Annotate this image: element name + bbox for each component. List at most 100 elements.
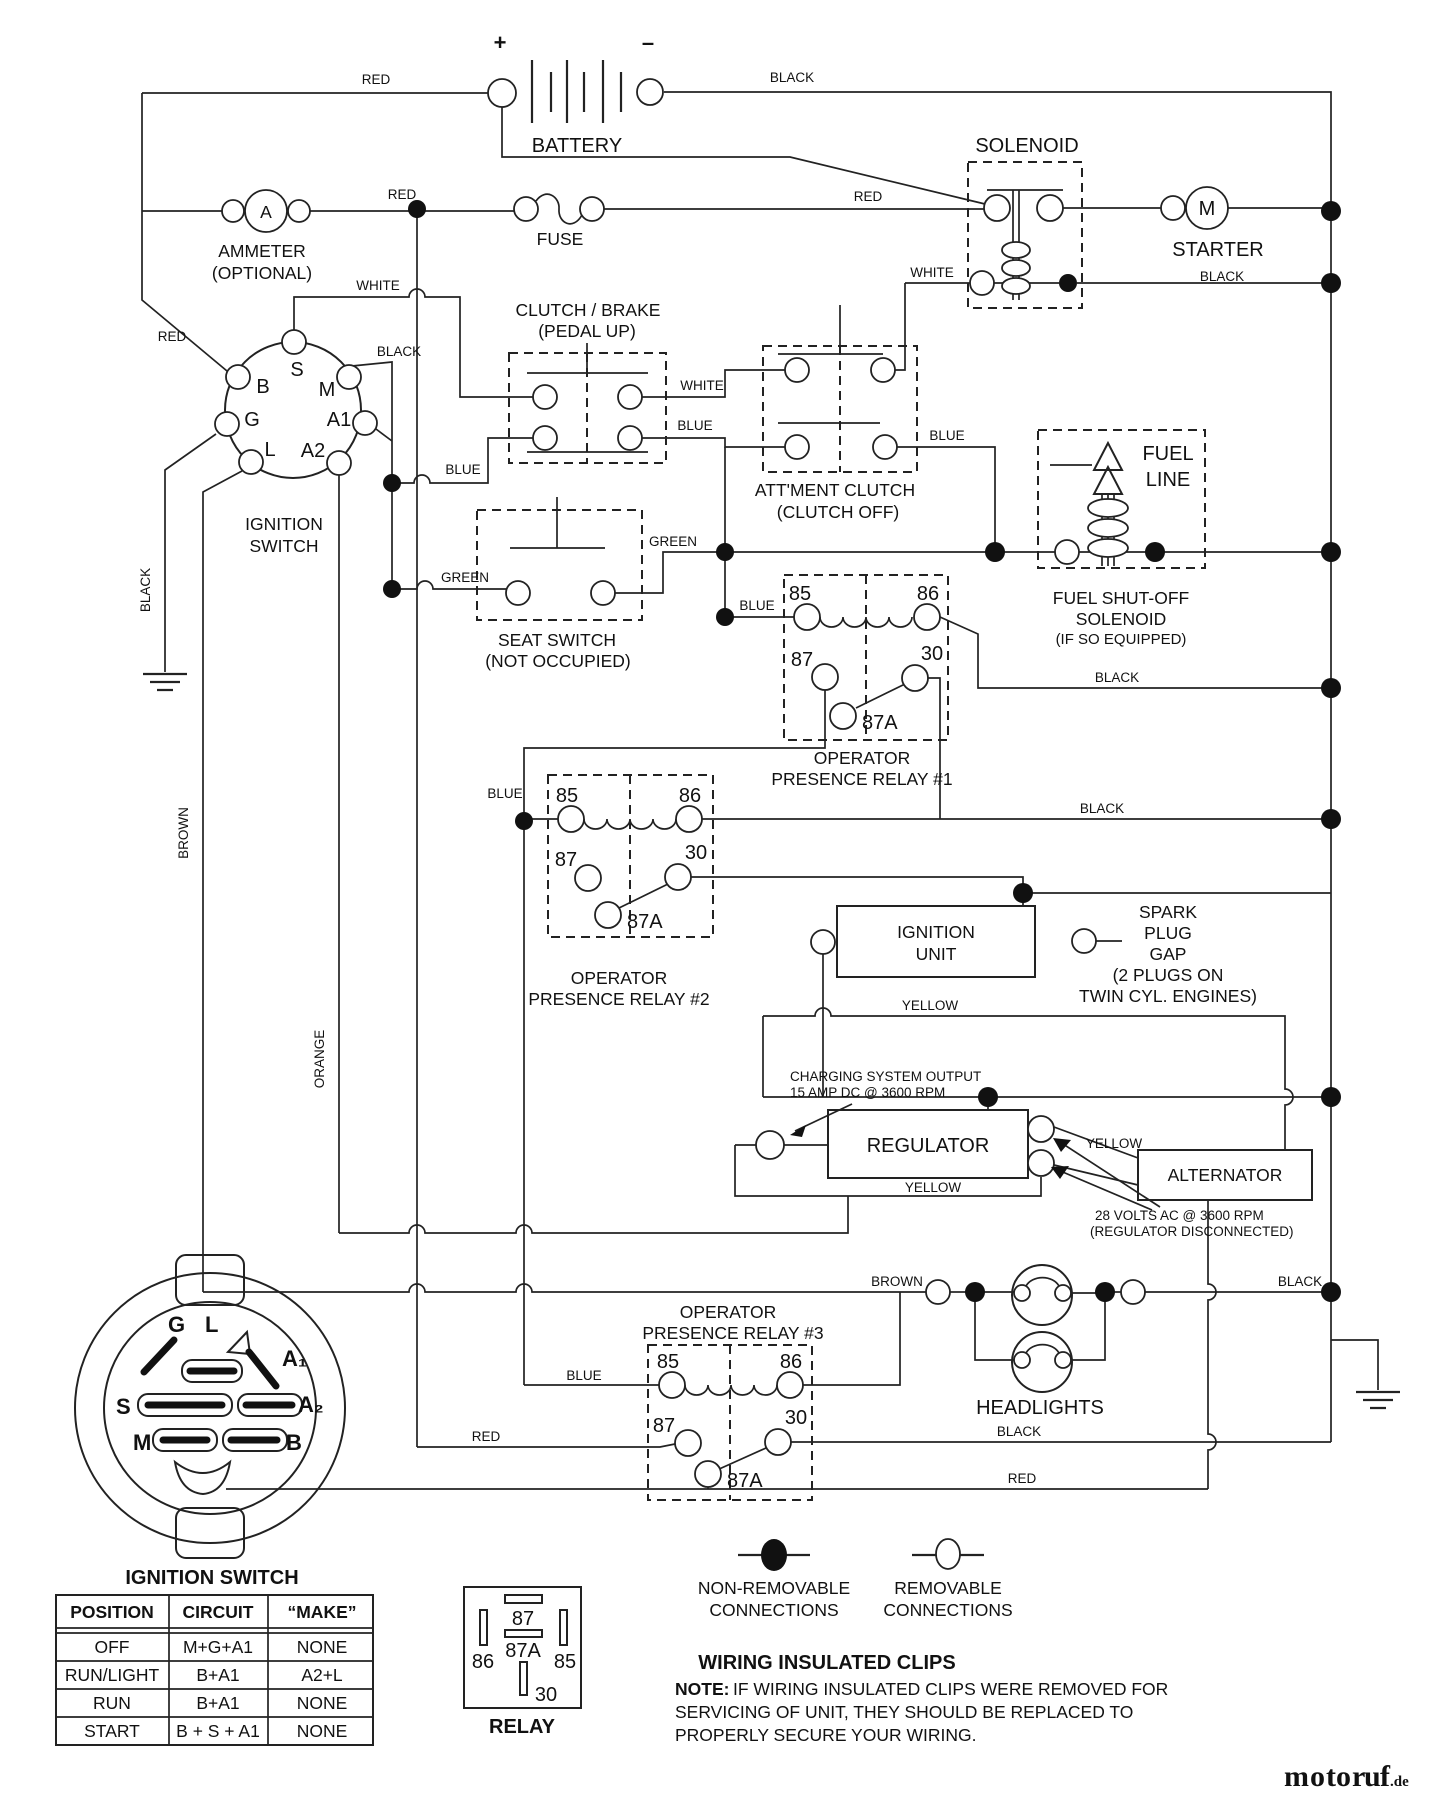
operator-presence-relay-1: 85 86 87 30 87A OPERATOR PRESENCE RELAY … [771,574,953,789]
connector-a1: A₁ [282,1346,307,1371]
wire-white-1: WHITE [910,265,954,280]
wire-black-1: BLACK [770,70,814,85]
spark-label-2: PLUG [1144,923,1192,943]
wire-red-4: RED [158,329,187,344]
wires [141,91,1379,1490]
ignition-unit-label-1: IGNITION [897,922,975,942]
table-cell: B+A1 [196,1665,239,1685]
ignition-switch-label-1: IGNITION [245,514,323,534]
terminal-a1: A1 [327,409,351,431]
spark-label-5: TWIN CYL. ENGINES) [1079,986,1257,1006]
fuel-label-1: FUEL [1142,443,1193,465]
logo-letter: o [1310,1760,1325,1793]
connector-a2: A₂ [298,1392,324,1417]
logo-letter: r [1352,1760,1365,1793]
fuel-label-2: LINE [1146,469,1190,491]
connector-m: M [133,1430,151,1455]
wire-black-5: BLACK [1080,801,1124,816]
wire-orange-vertical: ORANGE [312,1030,327,1089]
wire-blue-1: BLUE [445,462,480,477]
fuel-shutoff-solenoid: FUEL LINE FUEL SHUT-OFF SOLENOID (IF SO … [1037,429,1206,648]
operator-presence-relay-2: 85 86 87 30 87A OPERATOR PRESENCE RELAY … [528,774,714,1009]
wire-yellow-3: YELLOW [905,1180,962,1195]
legend-removable-2: CONNECTIONS [883,1600,1012,1620]
relay1-pin-30: 30 [921,643,943,665]
legend-nonremovable-1: NON-REMOVABLE [698,1578,850,1598]
attachment-clutch-label-2: (CLUTCH OFF) [777,502,899,522]
logo-letter: m [1284,1760,1309,1793]
wire-white-3: WHITE [680,378,724,393]
relay1-label-2: PRESENCE RELAY #1 [771,769,952,789]
wire-brown-1: BROWN [871,1274,923,1289]
logo-letter: o [1336,1760,1351,1793]
ammeter-a: A [260,202,272,222]
relay-pinout-diagram: 87 87A 86 85 30 RELAY [463,1586,582,1738]
wire-black-7: BLACK [997,1424,1041,1439]
relay3-pin-30: 30 [785,1407,807,1429]
wire-black-vertical: BLACK [138,568,153,612]
charging-label-1: CHARGING SYSTEM OUTPUT [790,1069,981,1084]
table-cell: START [84,1721,140,1741]
wire-blue-5: BLUE [487,786,522,801]
relay1-pin-86: 86 [917,583,939,605]
relay3-pin-85: 85 [657,1351,679,1373]
relay3-pin-87: 87 [653,1415,675,1437]
starter-m: M [1199,198,1216,220]
charging-label-2: 15 AMP DC @ 3600 RPM [790,1085,945,1100]
note-bold: NOTE: [675,1679,729,1699]
ground-symbol-right [1356,1390,1400,1410]
relay2-pin-86: 86 [679,785,701,807]
table-header-make: “MAKE” [287,1602,356,1622]
relay1-pin-87: 87 [791,649,813,671]
wire-yellow-1: YELLOW [902,998,959,1013]
wire-blue-4: BLUE [739,598,774,613]
table-cell: A2+L [301,1665,343,1685]
seat-switch: SEAT SWITCH (NOT OCCUPIED) [476,497,643,671]
attachment-clutch-switch: ATT'MENT CLUTCH (CLUTCH OFF) [755,305,918,522]
wire-brown-vertical: BROWN [176,807,191,859]
wiring-note: WIRING INSULATED CLIPS NOTE: IF WIRING I… [675,1652,1168,1745]
relay3-label-2: PRESENCE RELAY #3 [642,1323,823,1343]
wire-black-3: BLACK [377,344,421,359]
note-line-1: IF WIRING INSULATED CLIPS WERE REMOVED F… [733,1679,1168,1699]
relay2-pin-87: 87 [555,849,577,871]
table-cell: NONE [297,1637,348,1657]
wire-red-6: RED [1008,1471,1037,1486]
ignition-switch-connector: G L A₁ A₂ S M B IGNITION SWITCH [74,1254,346,1589]
fuel-shutoff-label-1: FUEL SHUT-OFF [1053,588,1189,608]
relay3-label-1: OPERATOR [680,1302,777,1322]
table-header-position: POSITION [70,1602,154,1622]
wire-white-2: WHITE [356,278,400,293]
fuse-label: FUSE [537,229,584,249]
battery-label: BATTERY [532,135,622,157]
seat-switch-label-1: SEAT SWITCH [498,630,616,650]
table-cell: NONE [297,1693,348,1713]
table-cell: M+G+A1 [183,1637,253,1657]
regulator-label: REGULATOR [867,1135,990,1157]
alternator-label: ALTERNATOR [1168,1165,1283,1185]
relay-diagram-pin-85: 85 [554,1651,576,1673]
relay-diagram-pin-86: 86 [472,1651,494,1673]
clutch-brake-switch: CLUTCH / BRAKE (PEDAL UP) [508,300,667,464]
relay1-label-1: OPERATOR [814,748,911,768]
wire-red-1: RED [362,72,391,87]
regulator: REGULATOR CHARGING SYSTEM OUTPUT 15 AMP … [755,1069,1313,1239]
volts-label-2: (REGULATOR DISCONNECTED) [1090,1224,1294,1239]
spark-label-4: (2 PLUGS ON [1113,965,1224,985]
table-cell: RUN [93,1693,131,1713]
spark-label-1: SPARK [1139,902,1197,922]
wire-black-4: BLACK [1095,670,1139,685]
relay-diagram-caption: RELAY [489,1716,556,1738]
relay-diagram-pin-87: 87 [512,1608,534,1630]
wire-red-3: RED [854,189,883,204]
solenoid-label: SOLENOID [975,135,1078,157]
starter-label: STARTER [1172,239,1264,261]
terminal-l: L [264,439,275,461]
ignition-switch-table: POSITION CIRCUIT “MAKE” OFF M+G+A1 NONE … [55,1594,374,1746]
relay2-pin-85: 85 [556,785,578,807]
clutch-brake-label-1: CLUTCH / BRAKE [516,300,661,320]
terminal-g: G [244,409,260,431]
relay3-pin-86: 86 [780,1351,802,1373]
relay2-pin-87a: 87A [627,911,663,933]
